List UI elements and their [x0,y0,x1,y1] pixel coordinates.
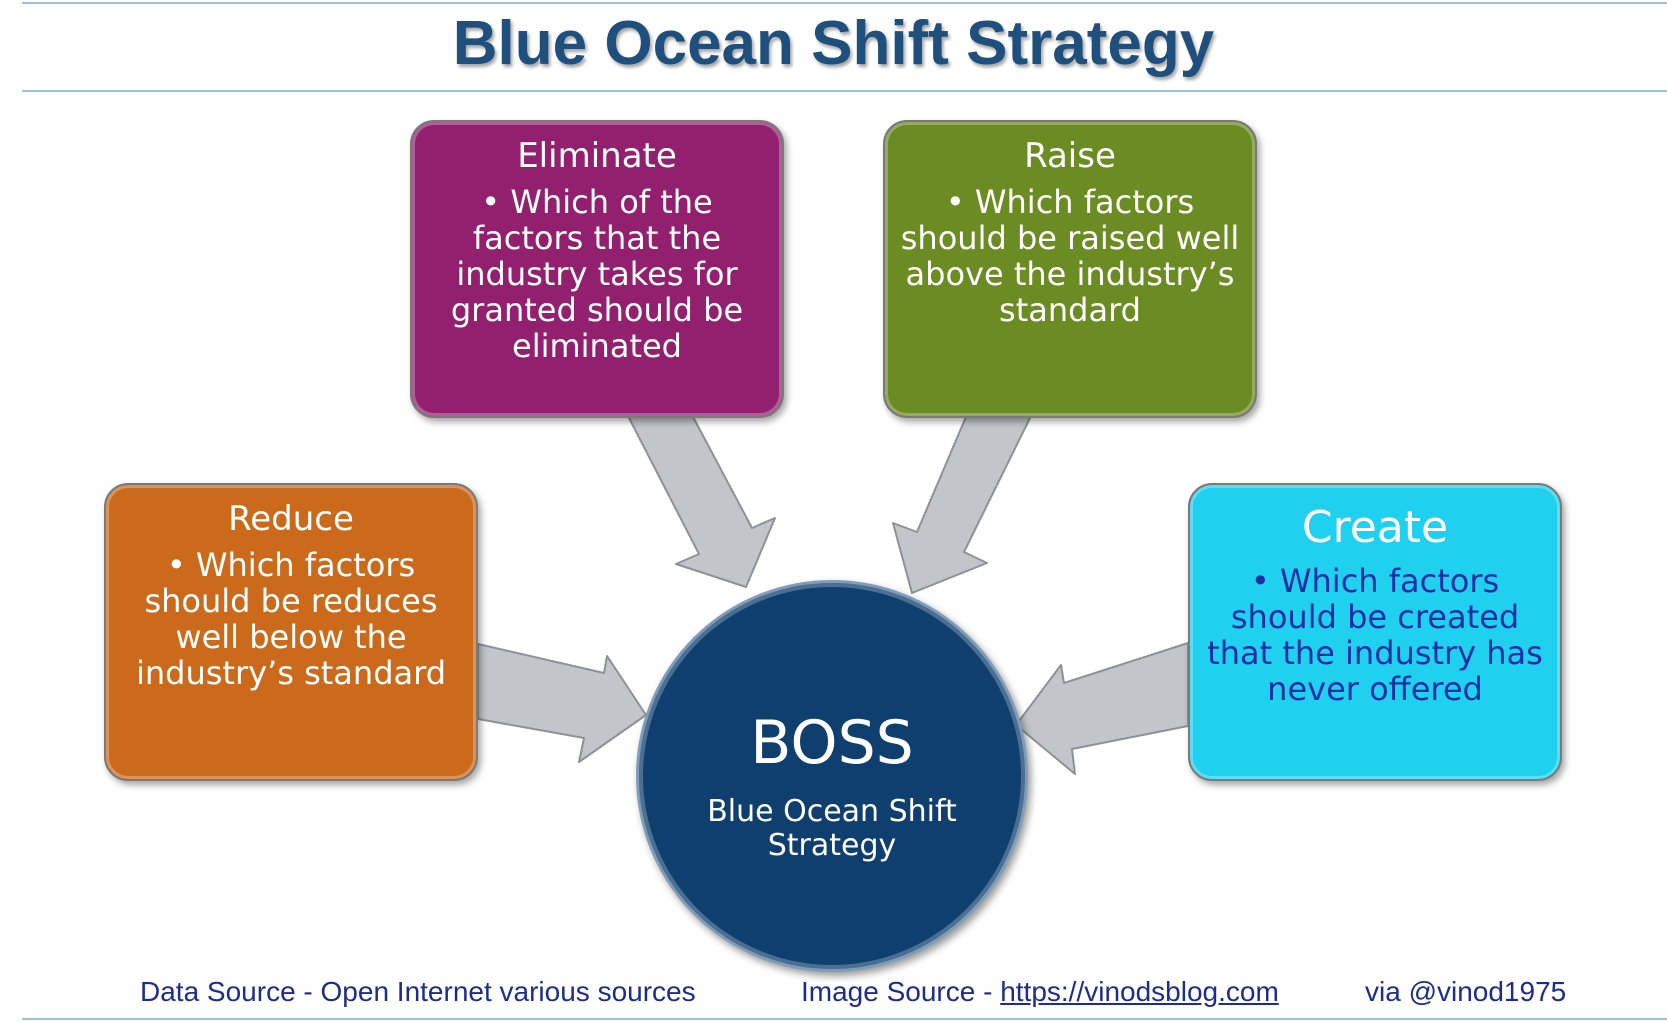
arrow-eliminate [628,397,776,588]
create-box: Create • Which factors should be created… [1188,483,1562,781]
top-rule [22,2,1667,4]
boss-full-name: Blue Ocean Shift Strategy [707,794,957,863]
raise-box: Raise • Which factors should be raised w… [883,120,1257,418]
page-title: Blue Ocean Shift Strategy [452,9,1215,78]
footer-image-source: Image Source - https://vinodsblog.com [801,976,1279,1008]
eliminate-heading: Eliminate [517,136,677,176]
boss-acronym: BOSS [750,708,914,778]
reduce-text: • Which factors should be reduces well b… [135,546,447,692]
arrow-raise [892,397,1031,594]
reduce-heading: Reduce [228,499,354,539]
reduce-box: Reduce • Which factors should be reduces… [104,483,478,781]
create-text: • Which factors should be created that t… [1207,562,1543,708]
footer-via: via @vinod1975 [1365,976,1567,1007]
raise-heading: Raise [1024,136,1116,176]
eliminate-box: Eliminate • Which of the factors that th… [410,120,784,418]
bottom-rule [22,1018,1667,1020]
arrow-create [1015,642,1189,775]
raise-text: • Which factors should be raised well ab… [900,183,1240,329]
footer-image-source-label: Image Source - [801,976,993,1007]
create-heading: Create [1301,502,1449,553]
title-underline [22,90,1667,92]
footer-data-source: Data Source - Open Internet various sour… [140,976,696,1007]
arrow-reduce [477,643,647,763]
boss-circle: BOSS Blue Ocean Shift Strategy [636,580,1028,972]
eliminate-text: • Which of the factors that the industry… [450,183,744,365]
footer-image-source-link[interactable]: https://vinodsblog.com [1000,976,1279,1007]
